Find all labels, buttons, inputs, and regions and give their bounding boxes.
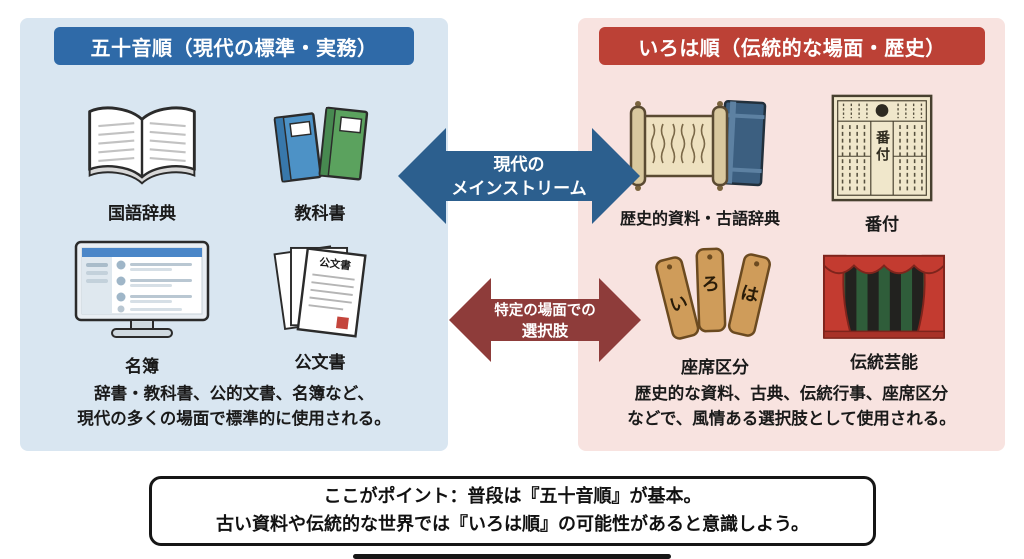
item-textbook-label: 教科書	[294, 204, 346, 224]
item-seating-label: 座席区分	[681, 358, 749, 378]
item-historical: 歴史的資料・古語辞典	[605, 94, 795, 229]
mainstream-arrow: 現代の メインストリーム	[396, 116, 642, 240]
tag-i-char: い	[668, 292, 691, 317]
mainstream-arrow-shape	[398, 128, 640, 224]
gojuon-description: 辞書・教科書、公的文書、名簿など、 現代の多くの場面で標準的に使用される。	[20, 381, 448, 431]
theater-curtain-icon	[799, 250, 969, 342]
gojuon-description-line2: 現代の多くの場面で標準的に使用される。	[77, 409, 391, 428]
item-dictionary: 国語辞典	[52, 96, 232, 224]
iroha-description: 歴史的な資料、古典、伝統行事、座席区分 などで、風情ある選択肢として使用される。	[578, 381, 1005, 431]
item-arts: 伝統芸能	[799, 250, 969, 373]
banzuke-sheet-title: 番付	[874, 130, 890, 164]
tag-ro-char: ろ	[701, 274, 720, 296]
iroha-panel-header: いろは順（伝統的な場面・歴史）	[599, 27, 985, 65]
key-point-line1: ここがポイント：普段は『五十音順』が基本。	[323, 486, 702, 508]
scroll-and-book-icon	[605, 94, 795, 199]
item-document: 公文書 公文書	[230, 238, 410, 373]
specific-scene-arrow-line2: 選択肢	[522, 321, 569, 340]
mainstream-arrow-line1: 現代の	[494, 154, 545, 175]
tag-ha-char: は	[738, 282, 760, 307]
item-banzuke-label: 番付	[865, 215, 899, 235]
iroha-description-line1: 歴史的な資料、古典、伝統行事、座席区分	[634, 384, 949, 403]
item-roster: 名簿	[47, 236, 237, 377]
iroha-description-line2: などで、風情ある選択肢として使用される。	[627, 409, 956, 428]
specific-scene-arrow-line1: 特定の場面での	[494, 301, 596, 319]
specific-scene-arrow: 特定の場面での 選択肢	[447, 267, 643, 377]
item-historical-label: 歴史的資料・古語辞典	[619, 209, 780, 228]
next-box-top-edge	[353, 554, 671, 559]
item-seating: い ろ は 座席区分	[625, 242, 805, 378]
key-point-line2: 古い資料や伝統的な世界では『いろは順』の可能性があると意識しよう。	[216, 513, 809, 535]
iroha-panel-title: いろは順（伝統的な場面・歴史）	[638, 35, 946, 60]
gojuon-panel-title: 五十音順（現代の標準・実務）	[90, 35, 378, 60]
specific-scene-arrow-shape	[449, 278, 641, 362]
wooden-tags-icon: い ろ は	[625, 242, 805, 347]
item-arts-label: 伝統芸能	[850, 353, 918, 373]
gojuon-panel-header: 五十音順（現代の標準・実務）	[54, 27, 414, 65]
official-documents-icon: 公文書	[230, 238, 410, 342]
gojuon-panel: 五十音順（現代の標準・実務）	[20, 18, 448, 451]
open-book-icon	[52, 96, 232, 193]
key-point-box: ここがポイント：普段は『五十音順』が基本。 古い資料や伝統的な世界では『いろは順…	[149, 476, 876, 546]
mainstream-arrow-line2: メインストリーム	[451, 179, 586, 199]
textbooks-icon	[230, 96, 410, 193]
gojuon-description-line1: 辞書・教科書、公的文書、名簿など、	[94, 384, 374, 403]
banzuke-sheet-icon	[797, 92, 967, 204]
item-banzuke: 番付 番付	[797, 92, 967, 235]
computer-roster-icon	[47, 236, 237, 346]
document-page-title: 公文書	[318, 256, 352, 273]
item-textbook: 教科書	[230, 96, 410, 224]
item-document-label: 公文書	[294, 353, 346, 373]
iroha-panel: いろは順（伝統的な場面・歴史）	[578, 18, 1005, 451]
item-dictionary-label: 国語辞典	[108, 204, 176, 224]
item-roster-label: 名簿	[125, 357, 159, 377]
